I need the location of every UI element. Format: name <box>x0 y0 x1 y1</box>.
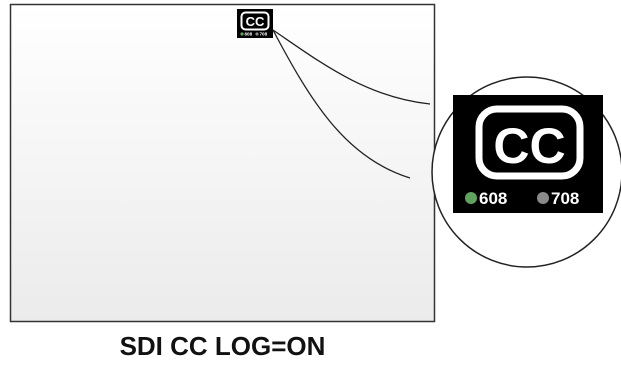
cc-badge-large-label: CC <box>493 118 565 174</box>
indicator-608-label-small: 608 <box>245 32 253 37</box>
cc-badge-large: CC 608 708 <box>453 95 603 213</box>
cc-badge-small-label: CC <box>246 14 265 29</box>
monitor-screen <box>9 3 436 323</box>
indicator-708-label-small: 708 <box>260 32 268 37</box>
indicator-608-label: 608 <box>479 189 507 208</box>
indicator-708-label: 708 <box>551 189 579 208</box>
callout-line-bottom <box>272 29 411 179</box>
indicator-708-dot <box>537 192 549 204</box>
cc-badge-small-frame <box>240 11 270 31</box>
indicator-608-dot <box>465 192 477 204</box>
diagram-caption: SDI CC LOG=ON <box>119 331 326 361</box>
indicator-708-dot-small <box>255 32 259 36</box>
indicator-608-dot-small <box>240 32 244 36</box>
cc-badge-small: CC 608 708 <box>237 9 273 38</box>
callout-line-top <box>272 29 431 105</box>
cc-badge-large-frame <box>475 105 584 180</box>
